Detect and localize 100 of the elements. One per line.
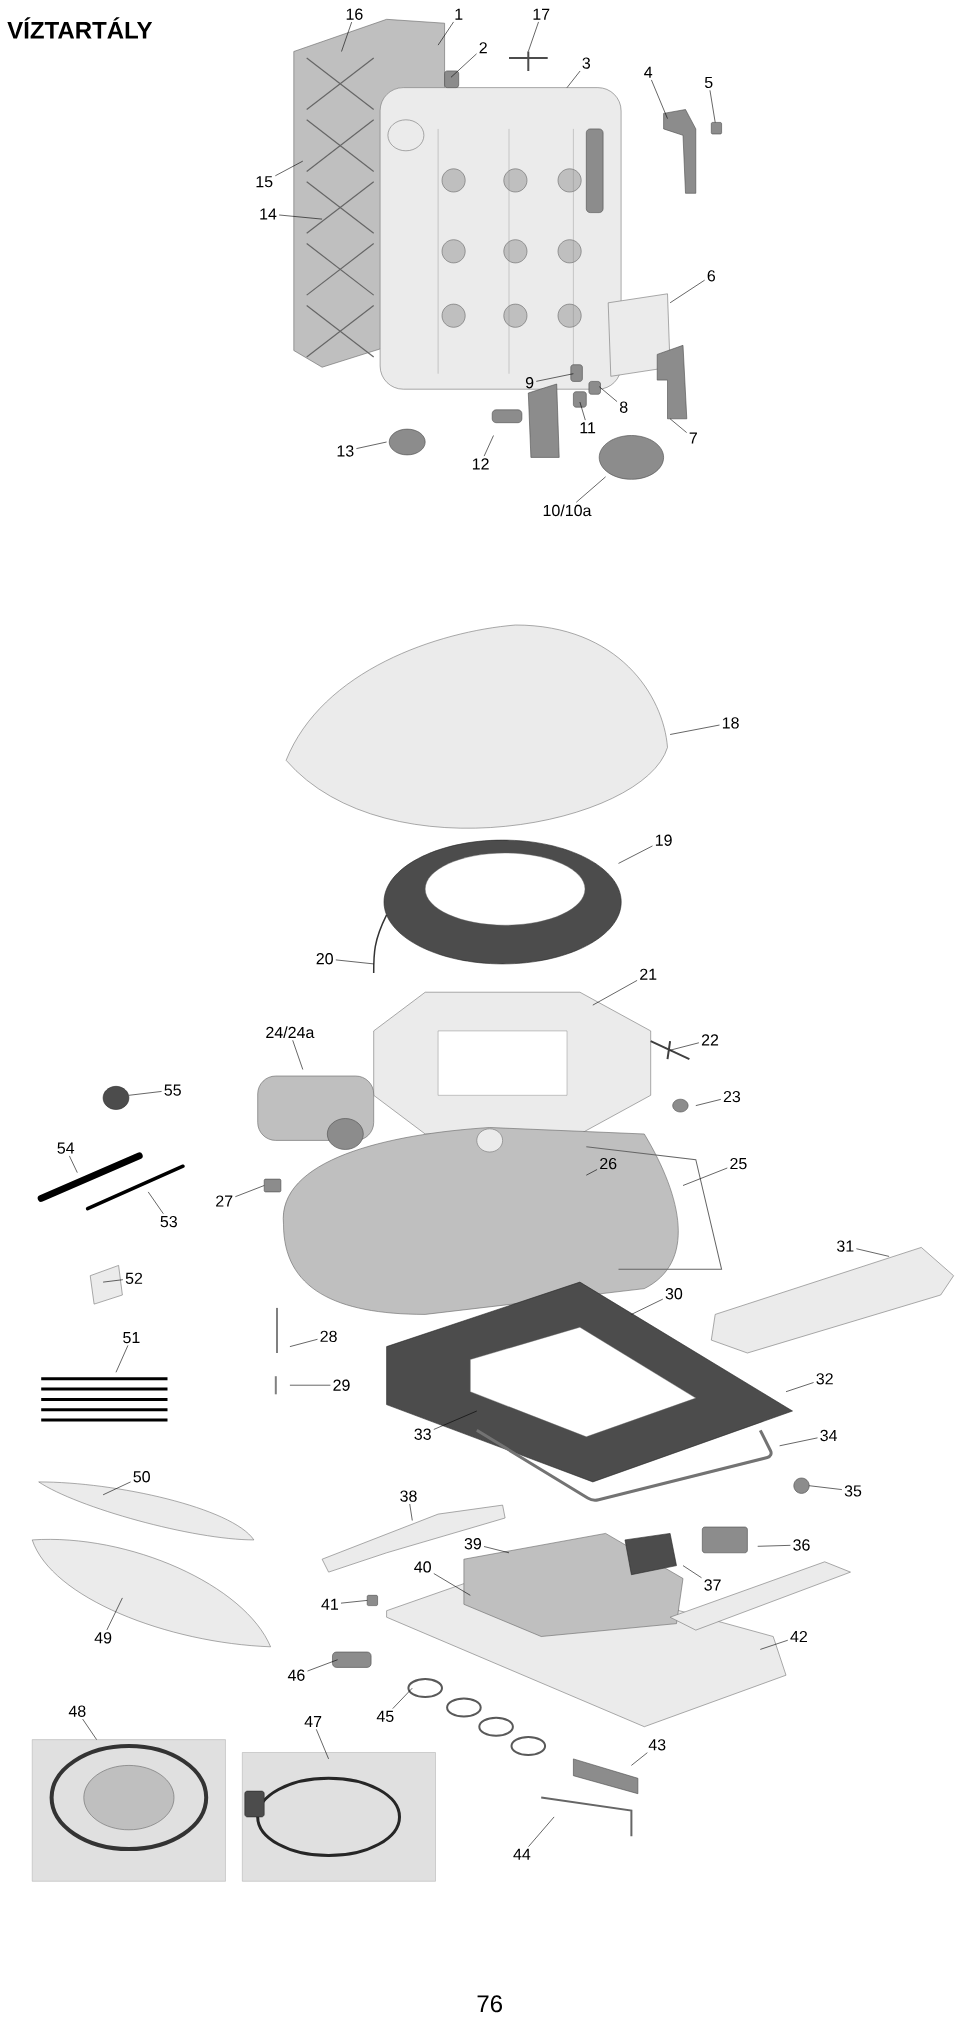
callout-number: 50 <box>133 1471 150 1483</box>
callout-number: 27 <box>216 1195 233 1207</box>
leader-line <box>483 435 494 457</box>
callout-number: 19 <box>655 834 672 846</box>
callout-number: 17 <box>533 8 550 20</box>
callout-number: 22 <box>701 1034 719 1046</box>
leader-line <box>669 724 720 735</box>
callout-number: 44 <box>513 1848 531 1860</box>
leader-line <box>757 1545 791 1547</box>
callout-number: 41 <box>321 1598 338 1610</box>
leader-line <box>335 959 374 965</box>
leader-line <box>340 1600 368 1604</box>
leader-line <box>356 441 387 449</box>
callout-number: 2 <box>479 42 487 54</box>
leader-line <box>289 1384 331 1386</box>
leader-line <box>579 401 586 421</box>
leader-line <box>433 1410 478 1430</box>
leader-line <box>528 21 539 52</box>
callout-number: 39 <box>464 1538 482 1550</box>
callout-number: 11 <box>580 422 596 434</box>
callout-number: 4 <box>644 66 653 78</box>
leader-line <box>437 21 454 46</box>
callout-number: 55 <box>164 1084 181 1096</box>
callout-number: 33 <box>414 1428 431 1440</box>
leader-line <box>450 53 477 78</box>
callout-number: 49 <box>94 1632 112 1644</box>
leader-line <box>808 1485 843 1490</box>
leader-line <box>102 1279 124 1283</box>
callout-number: 18 <box>722 717 739 729</box>
callout-number: 13 <box>337 445 354 457</box>
callout-number: 48 <box>68 1705 86 1717</box>
callout-number: 26 <box>600 1157 617 1170</box>
leader-line <box>785 1382 814 1392</box>
callout-number: 5 <box>704 76 713 89</box>
page-number: 76 <box>477 1995 502 2013</box>
leader-line <box>669 279 705 304</box>
callout-number: 24/24a <box>266 1026 315 1039</box>
leader-line <box>128 1091 162 1096</box>
leader-line <box>106 1597 123 1631</box>
callout-number: 46 <box>287 1669 305 1681</box>
leader-line <box>566 70 581 88</box>
callout-number: 9 <box>525 377 534 389</box>
leader-line <box>307 1659 338 1672</box>
callout-number: 21 <box>640 968 657 980</box>
leader-line <box>69 1155 78 1173</box>
leader-line <box>682 1565 702 1579</box>
leader-line <box>147 1191 164 1215</box>
callout-number: 34 <box>820 1429 837 1442</box>
callout-number: 54 <box>57 1142 75 1154</box>
leader-line <box>631 1752 648 1766</box>
leader-line <box>535 373 574 382</box>
callout-number: 16 <box>346 8 363 20</box>
callout-number: 14 <box>260 208 277 220</box>
leader-line <box>618 845 653 864</box>
leader-line <box>682 1167 728 1186</box>
callout-number: 43 <box>648 1739 666 1751</box>
callout-number: 42 <box>790 1630 807 1643</box>
leader-line <box>528 1816 555 1847</box>
leader-line <box>409 1503 413 1521</box>
leader-line <box>341 21 352 52</box>
leader-line <box>292 1040 304 1070</box>
leader-line <box>115 1345 129 1373</box>
callout-number: 53 <box>160 1215 177 1228</box>
callout-number: 47 <box>304 1716 322 1728</box>
callout-number: 3 <box>582 57 591 69</box>
callout-number: 31 <box>837 1240 854 1252</box>
callout-number: 1 <box>455 8 463 20</box>
callout-number: 28 <box>320 1330 337 1342</box>
callout-number: 8 <box>619 401 628 413</box>
title: VÍZTARTÁLY <box>7 17 153 39</box>
leader-line <box>289 1338 318 1347</box>
callout-number: 29 <box>333 1379 350 1391</box>
leader-line <box>392 1687 413 1709</box>
callout-number: 36 <box>793 1539 810 1551</box>
leader-line <box>669 418 687 433</box>
callout-number: 10/10a <box>543 504 592 517</box>
callout-number: 37 <box>704 1579 721 1591</box>
leader-line <box>586 1169 598 1176</box>
leader-line <box>592 980 638 1006</box>
callout-number: 25 <box>730 1157 747 1170</box>
leader-line <box>278 214 323 220</box>
leader-line <box>275 160 304 177</box>
callout-number: 32 <box>816 1373 833 1385</box>
leader-line <box>483 1546 510 1554</box>
leader-line <box>82 1718 97 1740</box>
leader-line <box>316 1729 329 1760</box>
leader-line <box>631 1298 664 1315</box>
callout-number: 23 <box>723 1090 741 1103</box>
leader-line <box>576 476 606 503</box>
leader-line <box>669 1042 700 1051</box>
leader-line <box>695 1099 722 1106</box>
callout-number: 30 <box>665 1288 683 1300</box>
callout-number: 7 <box>689 432 697 444</box>
leader-line <box>598 386 618 402</box>
callout-number: 45 <box>376 1710 394 1722</box>
leader-line <box>760 1639 789 1650</box>
callout-number: 12 <box>472 458 489 470</box>
callout-number: 6 <box>707 270 716 282</box>
leader-line <box>235 1185 265 1197</box>
callout-number: 51 <box>123 1332 140 1344</box>
